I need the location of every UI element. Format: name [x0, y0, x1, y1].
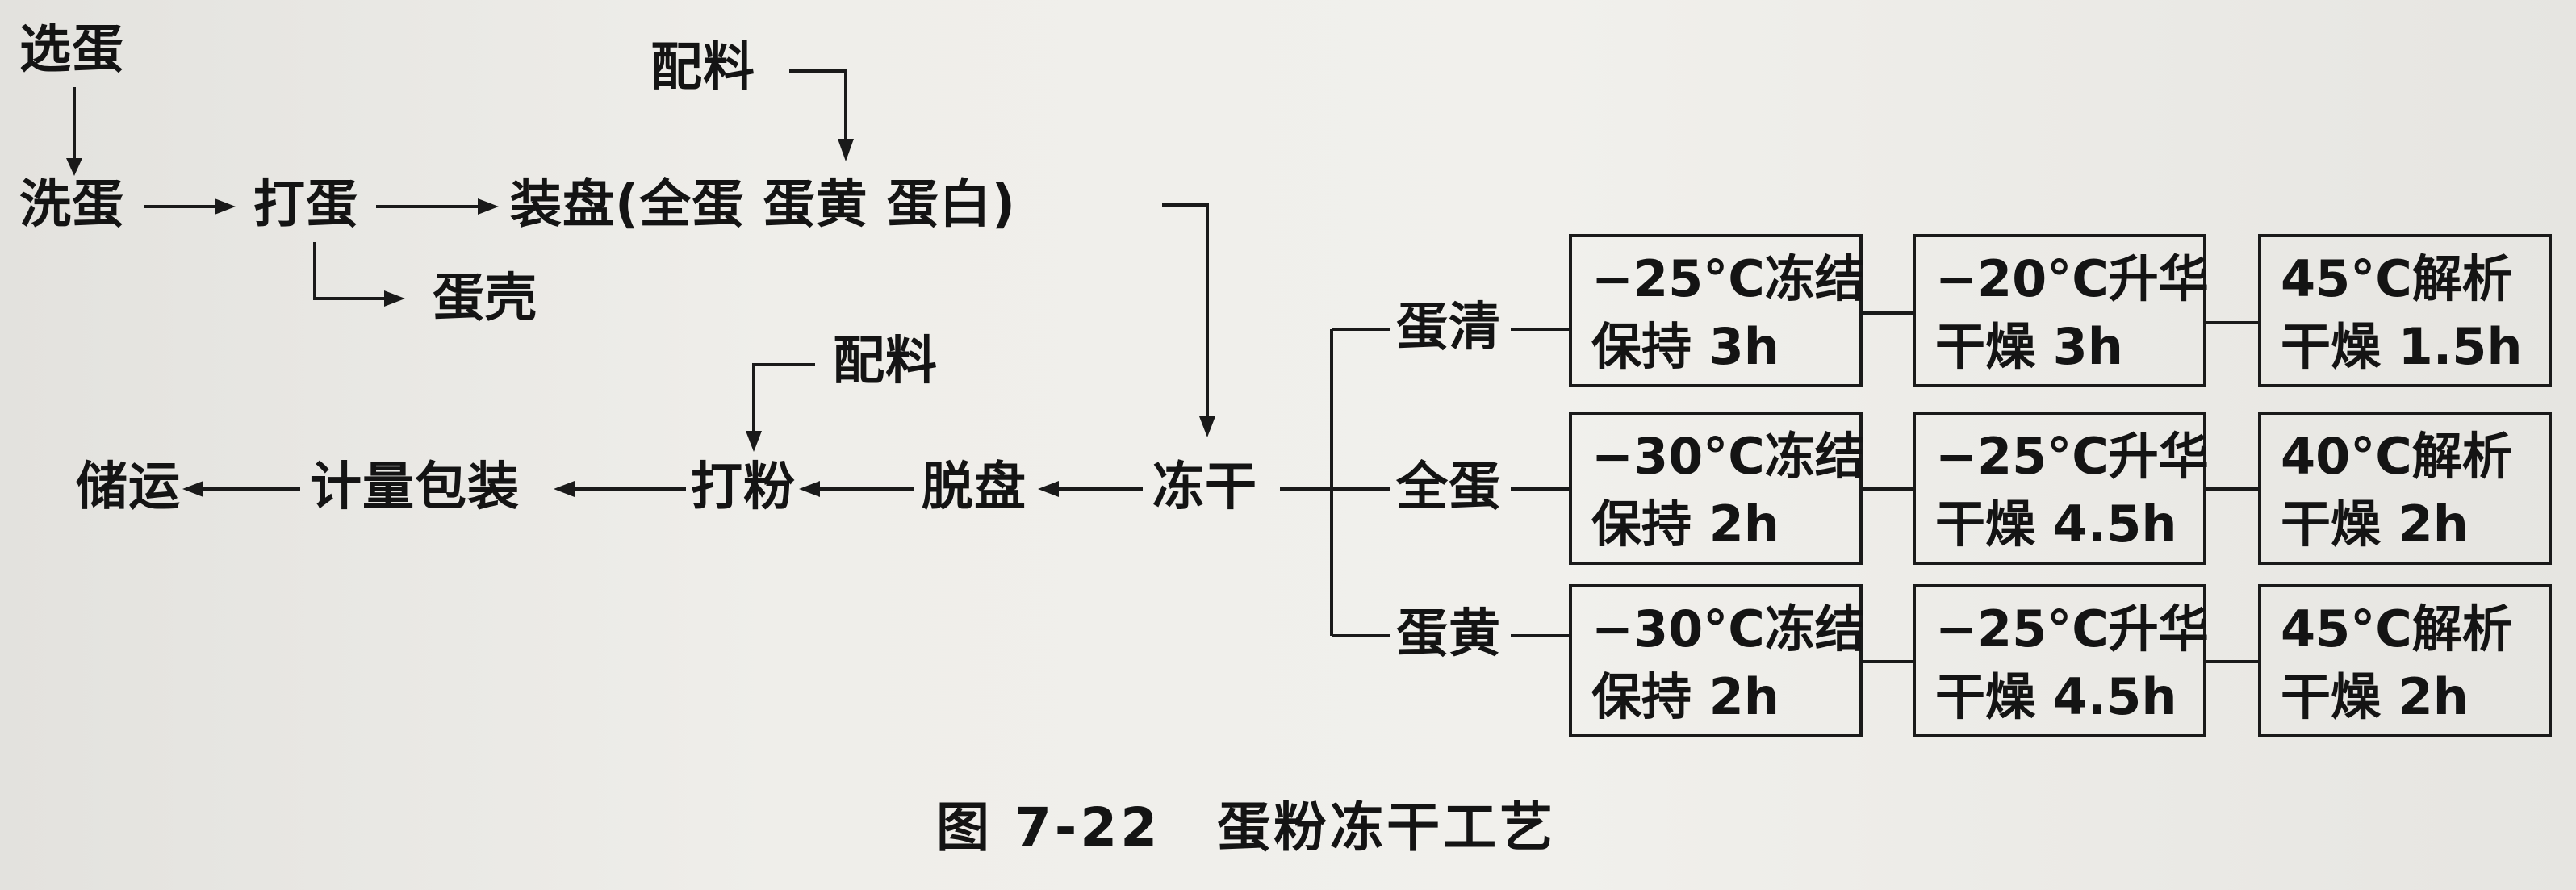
- desorption-temp: 40°C解析: [2281, 427, 2512, 486]
- sublimation-dry: 干燥 4.5h: [1935, 667, 2177, 726]
- node-eggshell: 蛋壳: [433, 269, 537, 328]
- node-weigh-pack: 计量包装: [310, 458, 520, 517]
- freeze-hold: 保持 2h: [1591, 667, 1779, 726]
- sublimation-dry: 干燥 3h: [1935, 317, 2123, 376]
- freeze-hold: 保持 2h: [1591, 495, 1779, 554]
- node-grind-powder: 打粉: [691, 458, 796, 517]
- node-freeze-dry: 冻干: [1152, 458, 1257, 517]
- freeze-box: −30°C冻结 保持 2h: [1569, 584, 1865, 737]
- freeze-temp: −30°C冻结: [1591, 600, 1865, 658]
- desorption-dry: 干燥 1.5h: [2281, 317, 2523, 376]
- sublimation-temp: −25°C升华: [1935, 600, 2209, 658]
- sublimation-dry: 干燥 4.5h: [1935, 495, 2177, 554]
- freeze-temp: −30°C冻结: [1591, 427, 1865, 486]
- freeze-box: −30°C冻结 保持 2h: [1569, 412, 1865, 565]
- sublimation-box: −25°C升华 干燥 4.5h: [1913, 412, 2209, 565]
- freeze-temp: −25°C冻结: [1591, 249, 1865, 308]
- branch-egg-yolk: 蛋黄: [1396, 604, 1501, 664]
- desorption-temp: 45°C解析: [2281, 249, 2512, 308]
- node-ingredients-mid: 配料: [833, 332, 938, 391]
- branch-egg-white: 蛋清: [1396, 298, 1501, 357]
- desorption-box: 45°C解析 干燥 1.5h: [2258, 234, 2552, 387]
- node-select-eggs: 选蛋: [19, 20, 124, 80]
- sublimation-box: −25°C升华 干燥 4.5h: [1913, 584, 2209, 737]
- sublimation-temp: −25°C升华: [1935, 427, 2209, 486]
- node-remove-tray: 脱盘: [922, 458, 1027, 517]
- figure-caption: 图 7-22 蛋粉冻干工艺: [936, 796, 1557, 859]
- freeze-box: −25°C冻结 保持 3h: [1569, 234, 1865, 387]
- freeze-hold: 保持 3h: [1591, 317, 1779, 376]
- sublimation-box: −20°C升华 干燥 3h: [1913, 234, 2209, 387]
- node-wash-eggs: 洗蛋: [19, 175, 124, 235]
- desorption-box: 45°C解析 干燥 2h: [2258, 584, 2552, 737]
- desorption-dry: 干燥 2h: [2281, 495, 2469, 554]
- desorption-dry: 干燥 2h: [2281, 667, 2469, 726]
- node-break-eggs: 打蛋: [253, 175, 358, 235]
- node-ingredients-top: 配料: [650, 38, 755, 98]
- desorption-box: 40°C解析 干燥 2h: [2258, 412, 2552, 565]
- desorption-temp: 45°C解析: [2281, 600, 2512, 658]
- node-tray-loading: 装盘(全蛋 蛋黄 蛋白): [510, 175, 1017, 235]
- sublimation-temp: −20°C升华: [1935, 249, 2209, 308]
- node-storage-transport: 储运: [76, 458, 181, 517]
- branch-whole-egg: 全蛋: [1396, 458, 1501, 517]
